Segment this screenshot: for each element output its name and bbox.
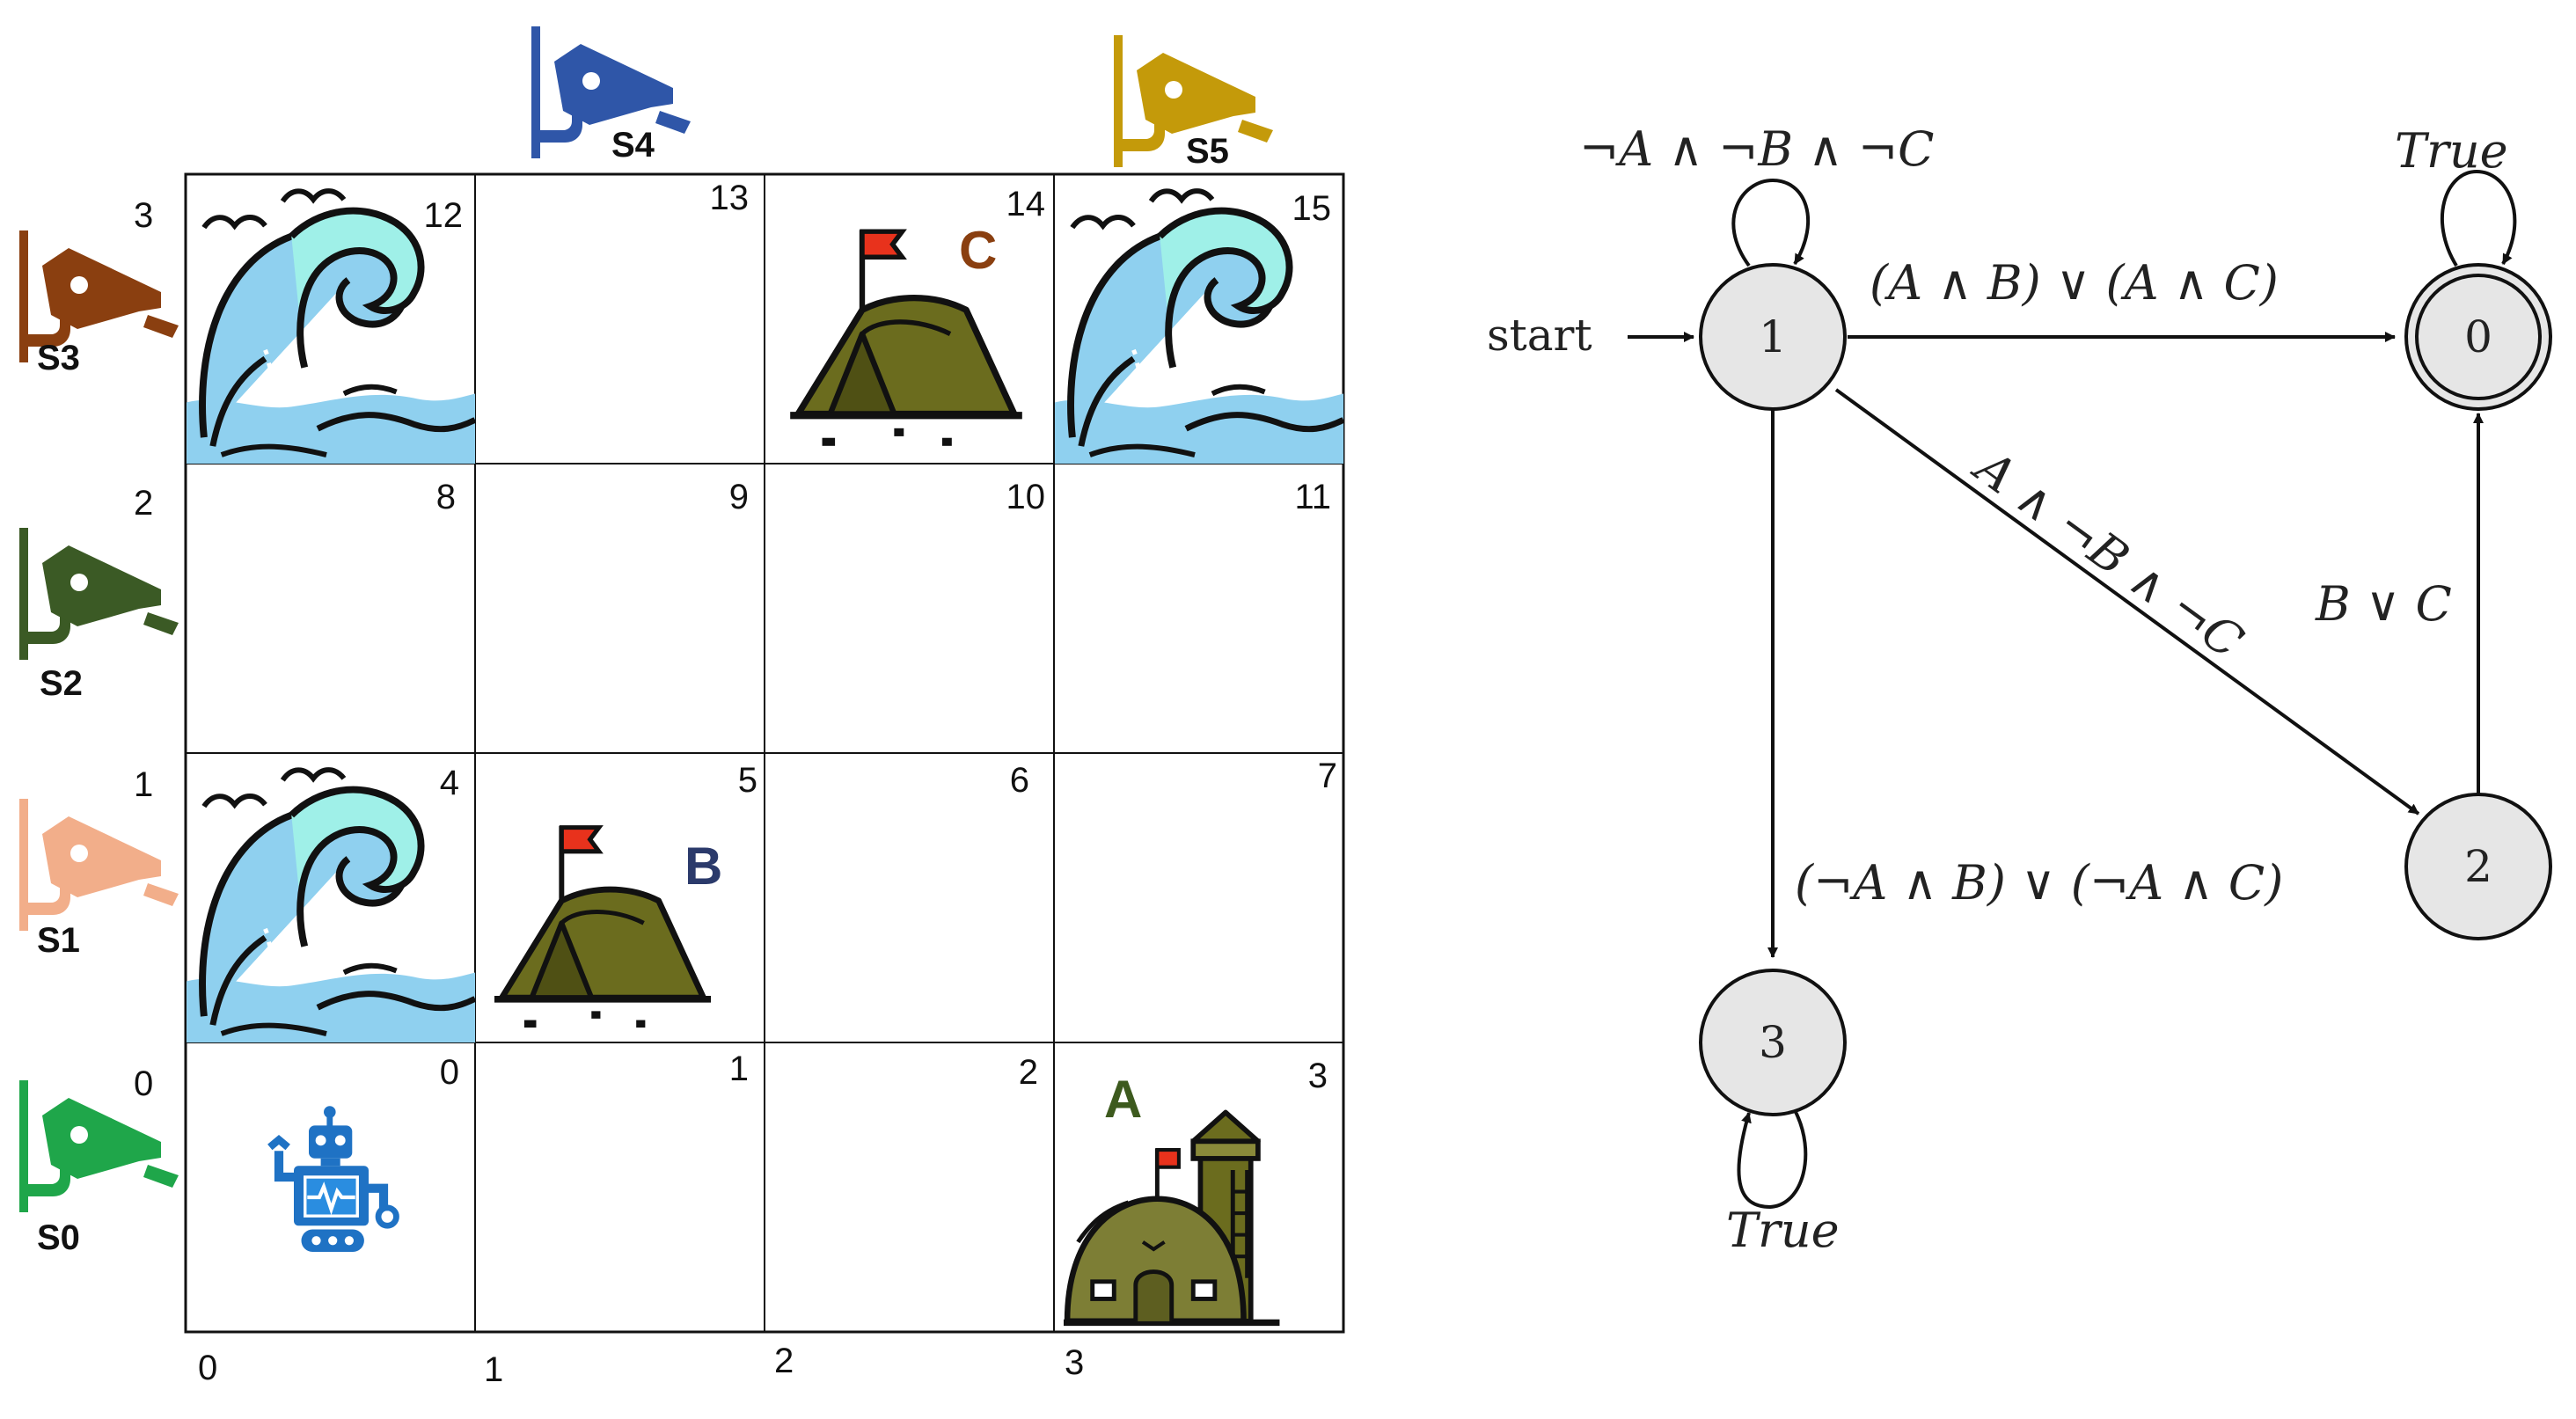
camera-part [1114,111,1165,151]
camera-part [531,102,582,143]
camera-part [42,545,161,626]
cell-number: 15 [1292,189,1332,228]
camera-part [19,528,28,660]
cell-number: 11 [1294,478,1331,516]
edge-label-self-1: ¬A ∧ ¬B ∧ ¬C [1579,121,1934,177]
edge-label-1-to-2: A ∧ ¬B ∧ ¬C [1962,437,2253,669]
state-1 [1699,263,1847,411]
camera-lens [70,276,88,294]
camera-part [143,612,179,635]
row-label: 1 [134,765,153,804]
camera-part [19,799,28,931]
cell-number: 7 [1318,757,1337,795]
camera-part [19,306,70,347]
state-3 [1699,969,1847,1116]
cell-number: 9 [729,478,749,516]
cell-number: 10 [1006,478,1046,516]
camera-lens [70,574,88,591]
edge-label-self-0: True [2395,123,2508,179]
cell-number: 14 [1006,185,1046,223]
edge-label-2-to-0: B ∨ C [2315,576,2452,632]
camera-part [143,1165,179,1188]
cell-number: 3 [1308,1057,1328,1095]
camera-part [655,111,691,134]
camera-part [143,883,179,906]
camera-icon [531,26,691,158]
camera-label-s4: S4 [611,126,655,165]
cell-number: 8 [436,478,456,516]
col-label: 0 [198,1349,217,1387]
goal-label-c: C [959,221,997,280]
state-label-0: 0 [2464,311,2492,362]
camera-icon [19,1080,179,1212]
wave-icon [1055,191,1343,464]
camera-part [554,44,673,125]
goal-label-a: A [1104,1070,1142,1129]
camera-part [1114,35,1123,167]
camera-part [19,1156,70,1196]
camera-icon [1114,35,1273,167]
col-label: 2 [774,1342,794,1380]
state-2 [2404,793,2552,940]
row-label: 2 [134,484,153,523]
base-icon [1064,1113,1279,1323]
cell-number: 2 [1019,1053,1038,1092]
camera-part [19,874,70,915]
camera-icon [19,230,179,362]
camera-lens [582,72,600,90]
camera-icon [19,528,179,660]
col-label: 3 [1065,1343,1084,1382]
camera-label-s0: S0 [37,1218,80,1257]
camera-part [531,26,540,158]
self-loop-3 [1737,1109,1808,1210]
row-label: 3 [134,196,153,235]
gridworld: A B C 0 1 2 3 4 5 6 7 8 9 10 11 12 13 14… [134,172,1345,1389]
self-loop-0 [2441,169,2517,267]
camera-label-s2: S2 [40,664,83,703]
state-label-1: 1 [1759,311,1787,362]
camera-lens [70,1126,88,1144]
camera-part [42,1098,161,1179]
state-label-2: 2 [2464,841,2492,892]
edge-label-1-to-3: (¬A ∧ B) ∨ (¬A ∧ C) [1795,855,2283,911]
cell-number: 0 [440,1053,459,1092]
robot-icon [270,1106,397,1252]
col-label: 1 [484,1350,503,1389]
camera-lens [70,845,88,862]
cell-number: 6 [1010,761,1029,800]
camera-part [42,248,161,329]
camera-label-s5: S5 [1186,132,1229,171]
camera-part [1238,120,1273,143]
camera-part [143,315,179,338]
cell-number: 4 [440,764,459,802]
tent-icon [494,826,711,1028]
camera-part [1137,53,1255,134]
cell-number: 13 [710,179,750,217]
start-label: start [1487,310,1592,361]
edge-label-self-3: True [1726,1203,1840,1258]
cell-number: 5 [738,761,757,800]
camera-label-s3: S3 [37,339,80,377]
row-label: 0 [134,1064,153,1103]
goal-label-b: B [684,837,722,896]
camera-icon [19,799,179,931]
edge-1-to-2 [1834,388,2420,816]
camera-part [19,1080,28,1212]
state-label-3: 3 [1759,1017,1787,1068]
cameras [19,26,1273,1212]
self-loop-1 [1731,178,1811,267]
camera-part [19,230,28,362]
accepting-ring [2415,274,2542,400]
camera-part [19,603,70,644]
edge-label-1-to-0: (A ∧ B) ∨ (A ∧ C) [1870,255,2279,311]
cell-number: 1 [729,1050,749,1088]
camera-label-s1: S1 [37,921,80,960]
wave-icon [187,770,475,1042]
camera-lens [1165,81,1182,99]
state-0 [2404,263,2552,411]
automaton-diagram: 1 0 2 3 start ¬A ∧ ¬B ∧ ¬C (A ∧ B) ∨ (A … [1487,121,2552,1258]
camera-part [42,816,161,897]
cell-number: 12 [424,196,464,235]
